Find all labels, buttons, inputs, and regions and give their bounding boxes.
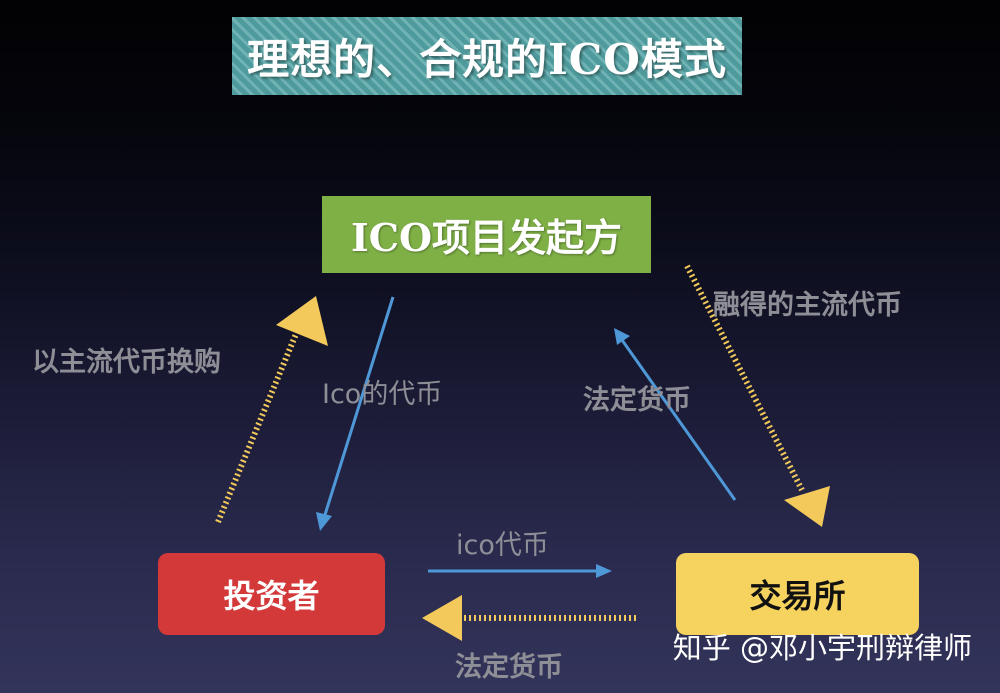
arrow-exchange-to-investor — [422, 595, 636, 641]
label-initiator-to-investor: Ico的代币 — [322, 379, 443, 410]
node-exchange-label: 交易所 — [749, 577, 846, 615]
node-ico-initiator: ICO项目发起方 — [322, 196, 651, 273]
node-investor: 投资者 — [158, 553, 385, 635]
watermark: 知乎 @邓小宇刑辩律师 — [672, 631, 972, 665]
node-investor-label: 投资者 — [223, 577, 320, 615]
label-investor-to-exchange: ico代币 — [456, 530, 549, 561]
arrow-investor-to-exchange — [428, 564, 612, 578]
title-banner: 理想的、合规的ICO模式 — [232, 17, 742, 95]
arrow-initiator-to-investor — [316, 296, 395, 531]
node-ico-initiator-label: ICO项目发起方 — [350, 215, 623, 260]
label-exchange-to-initiator: 法定货币 — [583, 385, 691, 416]
label-initiator-to-exchange: 融得的主流代币 — [713, 290, 902, 321]
label-investor-to-initiator: 以主流代币换购 — [32, 347, 221, 378]
arrow-exchange-to-initiator — [614, 328, 737, 501]
arrow-initiator-to-exchange — [684, 264, 830, 527]
node-exchange: 交易所 — [676, 553, 919, 635]
diagram-title: 理想的、合规的ICO模式 — [247, 34, 727, 84]
arrow-investor-to-initiator — [215, 296, 328, 524]
label-exchange-to-investor: 法定货币 — [455, 652, 563, 683]
